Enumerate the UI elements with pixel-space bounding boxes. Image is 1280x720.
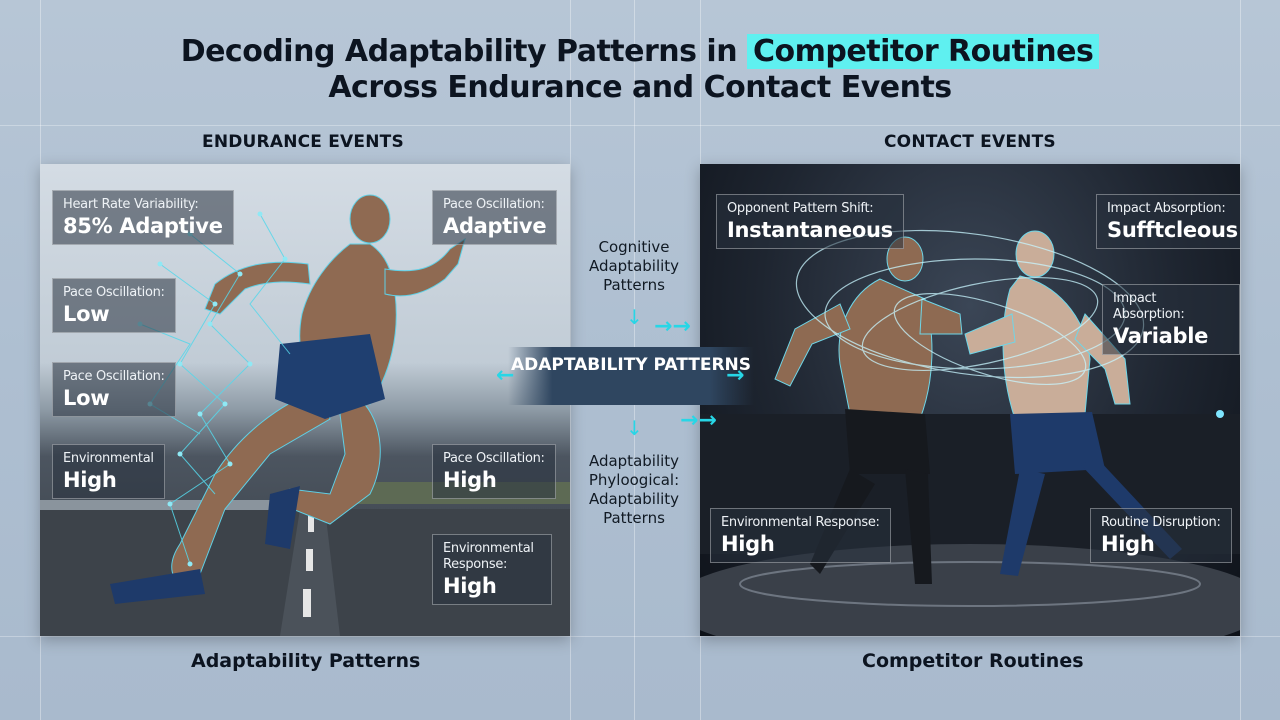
stat-pace-low-2: Pace Oscillation: Low <box>52 362 176 417</box>
endurance-panel: Heart Rate Variability: 85% Adaptive Pac… <box>40 164 570 636</box>
arrow-right-icon: →→ <box>680 408 717 433</box>
stat-heart-rate: Heart Rate Variability: 85% Adaptive <box>52 190 234 245</box>
stage-light <box>1216 410 1224 418</box>
stat-environmental-response: Environmental Response: High <box>432 534 552 605</box>
shoe-front <box>265 486 300 549</box>
arrow-down-icon: ↓ <box>626 416 643 440</box>
grid-line <box>1240 0 1241 720</box>
stat-impact-absorption-2: Impact Absorption: Variable <box>1102 284 1240 355</box>
fighter-left <box>774 236 963 420</box>
contact-heading: CONTACT EVENTS <box>884 132 1056 152</box>
guard-rail <box>40 500 280 510</box>
title-line-2: Across Endurance and Contact Events <box>328 70 952 105</box>
arrow-right-icon: → <box>726 363 745 388</box>
lane-mark <box>306 549 313 571</box>
grid-line <box>0 125 1280 126</box>
shorts-right <box>1010 412 1105 474</box>
stat-routine-disruption: Routine Disruption: High <box>1090 508 1232 563</box>
stat-pace-adaptive: Pace Oscillation: Adaptive <box>432 190 558 245</box>
title-prefix: Decoding Adaptability Patterns in <box>180 34 738 69</box>
stat-impact-absorption-1: Impact Absorption: Sufftcleous <box>1096 194 1240 249</box>
ring-line <box>739 561 1201 607</box>
cognitive-label: Cognitive Adaptability Patterns <box>588 238 680 294</box>
shorts <box>275 334 385 419</box>
stat-pace-low-1: Pace Oscillation: Low <box>52 278 176 333</box>
endurance-heading: ENDURANCE EVENTS <box>202 132 404 152</box>
arrow-right-icon: →→ <box>654 314 691 339</box>
lane-mark <box>303 589 311 617</box>
stat-environmental: Environmental High <box>52 444 165 499</box>
endurance-footer: Adaptability Patterns <box>191 650 421 672</box>
road-lane <box>280 509 340 636</box>
shoe-back <box>110 569 205 604</box>
stat-pace-high: Pace Oscillation: High <box>432 444 556 499</box>
leg-left-2 <box>905 469 932 584</box>
phyloogical-label: Adaptability Phyloogical: Adaptability P… <box>588 452 680 527</box>
title-line-1: Decoding Adaptability Patterns in Compet… <box>0 34 1280 70</box>
leg-right <box>1000 469 1045 576</box>
shorts-left <box>845 409 930 474</box>
page-title: Decoding Adaptability Patterns in Compet… <box>0 34 1280 106</box>
arrow-left-icon: ← <box>496 363 515 388</box>
contact-panel: Opponent Pattern Shift: Instantaneous Im… <box>700 164 1240 636</box>
stat-opponent-shift: Opponent Pattern Shift: Instantaneous <box>716 194 904 249</box>
grid-line <box>0 636 1280 637</box>
lane-mark <box>308 514 314 532</box>
arrow-down-icon: ↓ <box>626 305 643 329</box>
title-highlight: Competitor Routines <box>747 34 1100 69</box>
motion-loops <box>795 229 1145 386</box>
stat-environmental-response-contact: Environmental Response: High <box>710 508 891 563</box>
contact-footer: Competitor Routines <box>862 650 1084 672</box>
adaptability-banner: ADAPTABILITY PATTERNS <box>508 347 754 405</box>
